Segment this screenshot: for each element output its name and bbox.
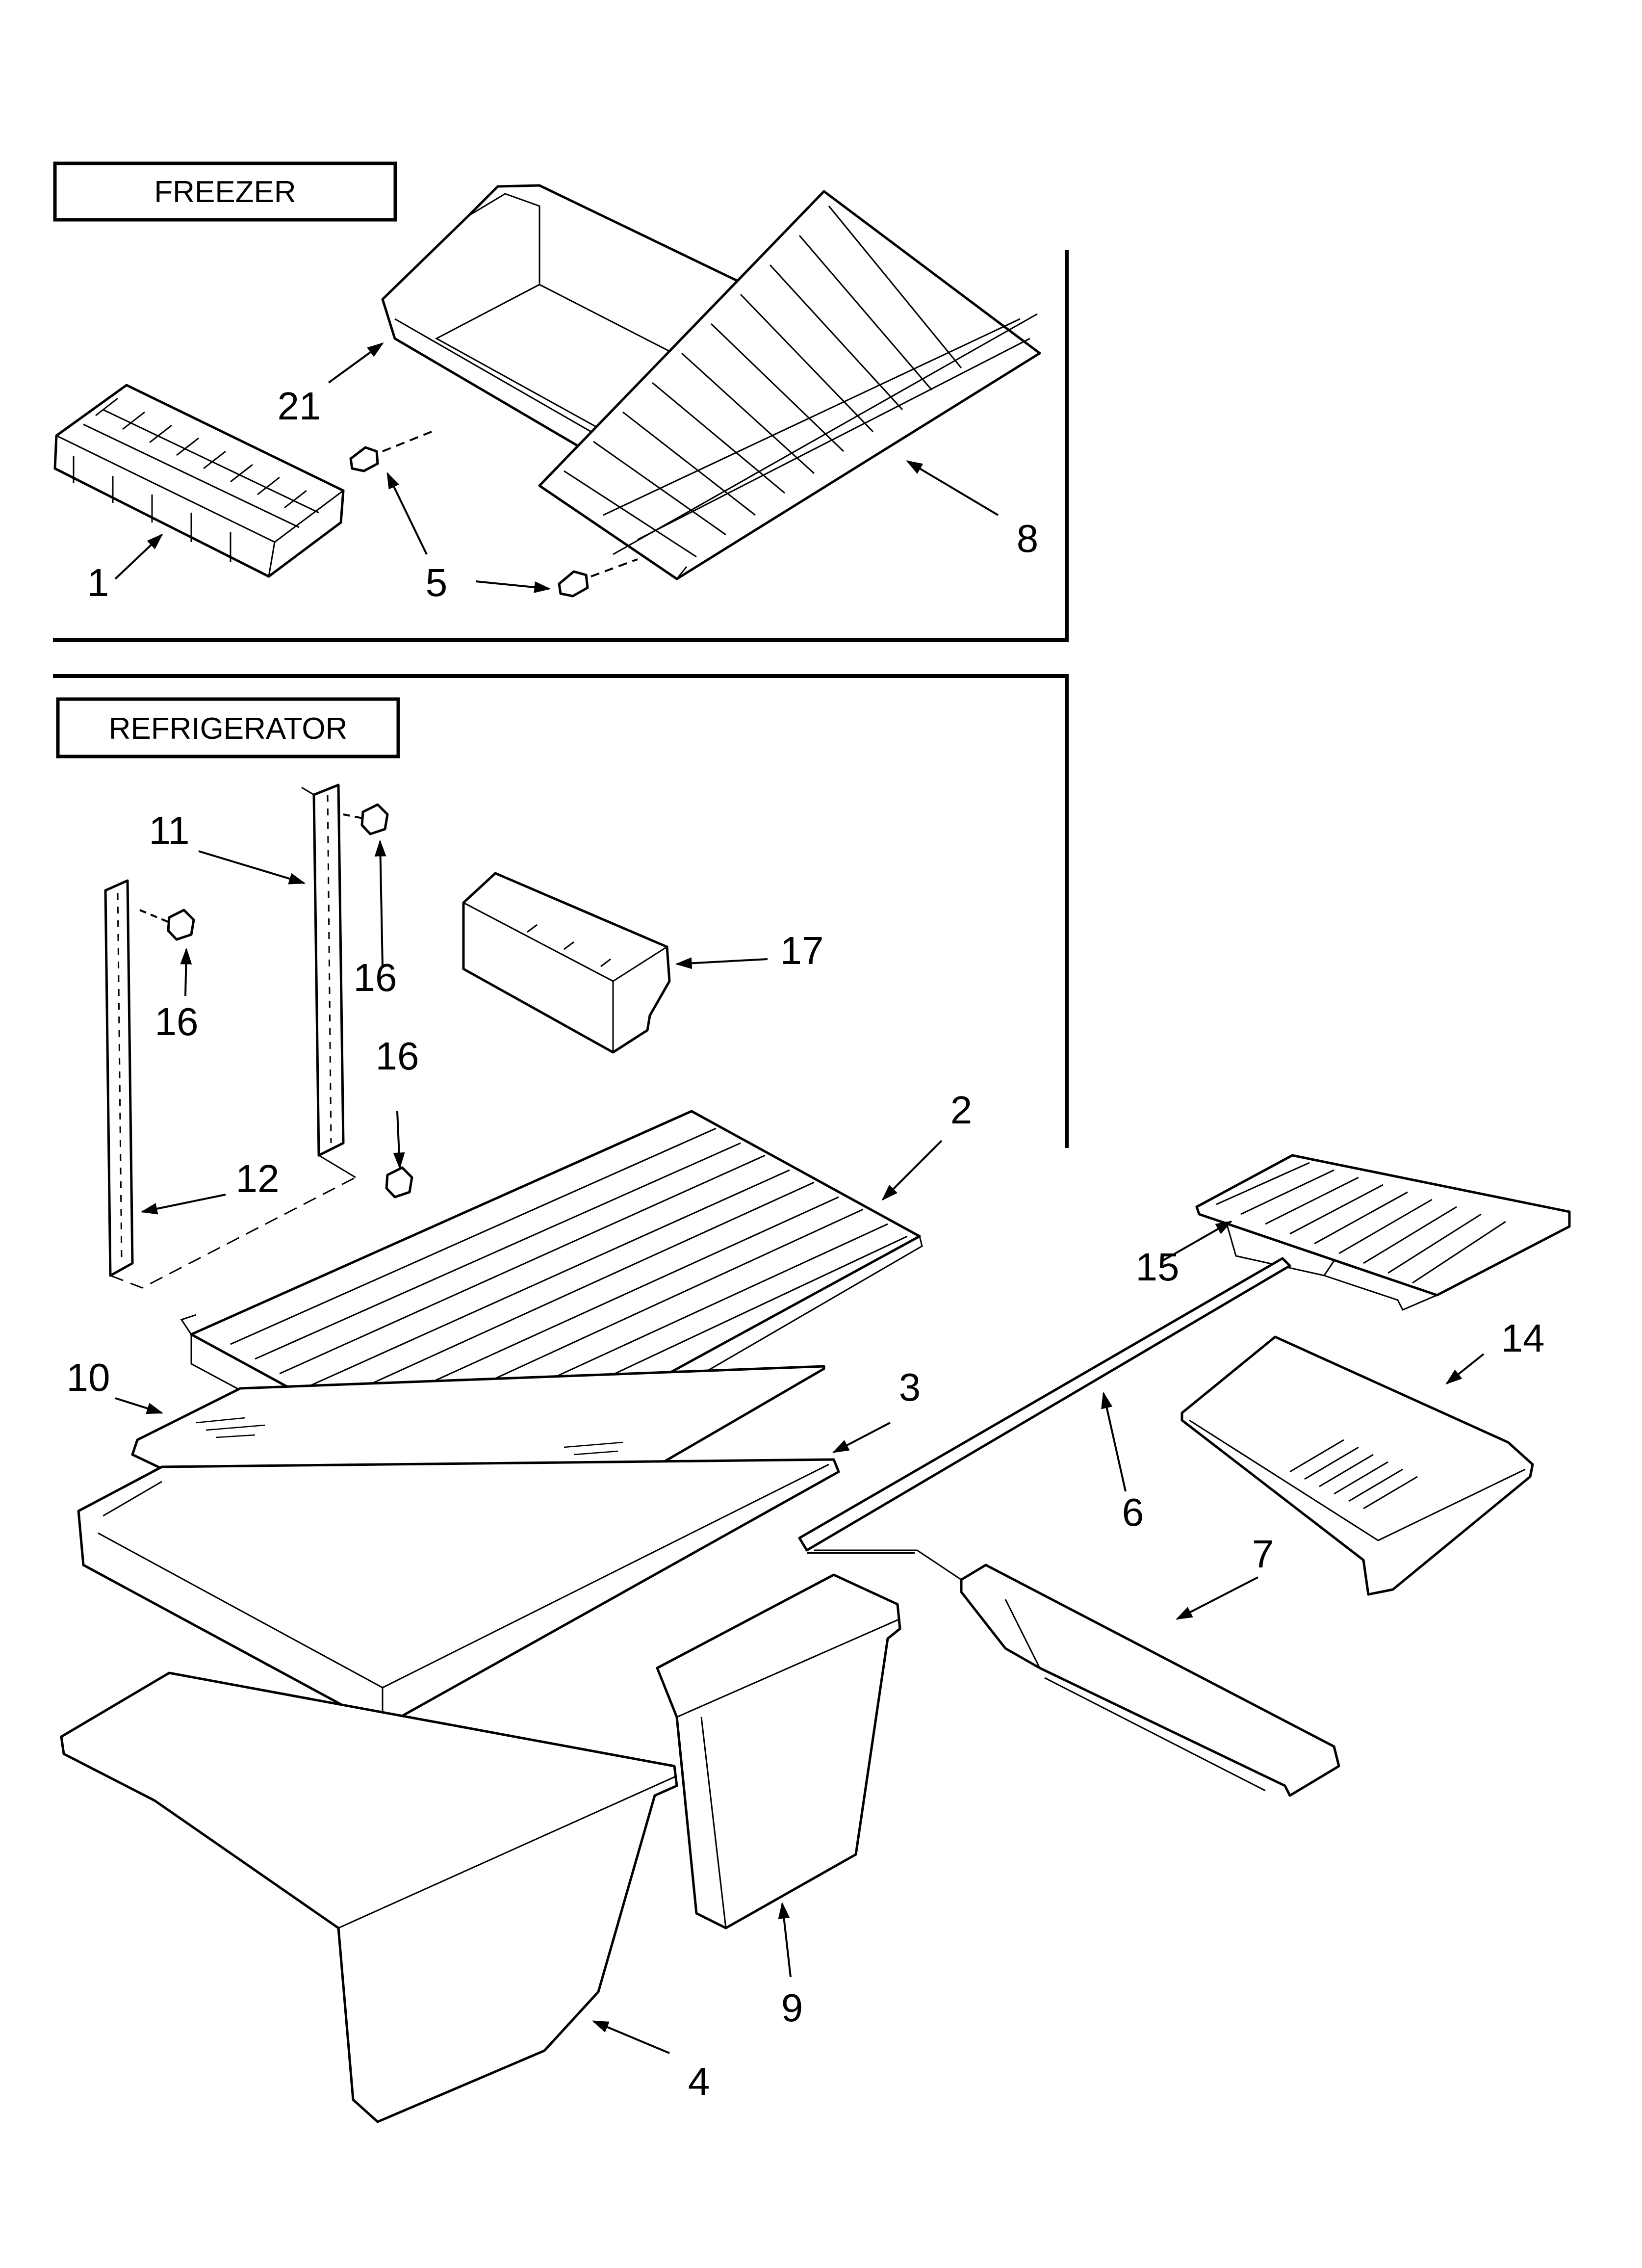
- shelf-ladder-part: [104, 783, 356, 1289]
- callout-10: 10: [67, 1356, 110, 1399]
- callout-16-bottom: 16: [376, 1034, 419, 1078]
- callout-1: 1: [87, 561, 109, 604]
- callout-5: 5: [426, 561, 448, 604]
- refrigerator-label: REFRIGERATOR: [109, 712, 348, 746]
- callout-4: 4: [688, 2059, 710, 2103]
- callout-21: 21: [278, 384, 321, 428]
- freezer-wire-shelf-part: [538, 190, 1041, 580]
- callout-2: 2: [950, 1088, 973, 1132]
- freezer-section-frame: [53, 250, 1069, 642]
- large-crisper-part: [60, 1671, 678, 2123]
- callout-17: 17: [780, 929, 824, 972]
- small-crisper-part: [656, 1573, 901, 1929]
- callout-7: 7: [1252, 1532, 1274, 1576]
- refrigerator-section-frame: [53, 674, 1069, 1148]
- callout-3: 3: [899, 1365, 921, 1409]
- callout-6: 6: [1122, 1490, 1144, 1534]
- freezer-label: FREEZER: [154, 175, 296, 209]
- callout-16-left: 16: [155, 1000, 199, 1043]
- callout-15: 15: [1136, 1245, 1180, 1289]
- shelf-trim-part: [798, 1257, 1291, 1552]
- freezer-label-box: FREEZER: [53, 161, 397, 222]
- shelf-support-part: [349, 431, 638, 598]
- crisper-cover-part: [77, 1458, 840, 1728]
- callout-14: 14: [1501, 1316, 1545, 1360]
- callout-12: 12: [236, 1157, 280, 1200]
- refrigerator-label-box: REFRIGERATOR: [56, 697, 400, 758]
- callout-8: 8: [1017, 517, 1039, 560]
- callout-16-top: 16: [354, 956, 397, 999]
- crisper-shelf-part: [1195, 1154, 1571, 1311]
- callout-11: 11: [149, 808, 189, 852]
- crisper-support-part: [807, 1549, 1340, 1797]
- leader-lines: [114, 342, 1485, 2054]
- dairy-bin-part: [462, 872, 671, 1054]
- callout-9: 9: [781, 1986, 803, 2030]
- ice-tray-part: [53, 384, 345, 578]
- meat-pan-part: [1180, 1335, 1534, 1596]
